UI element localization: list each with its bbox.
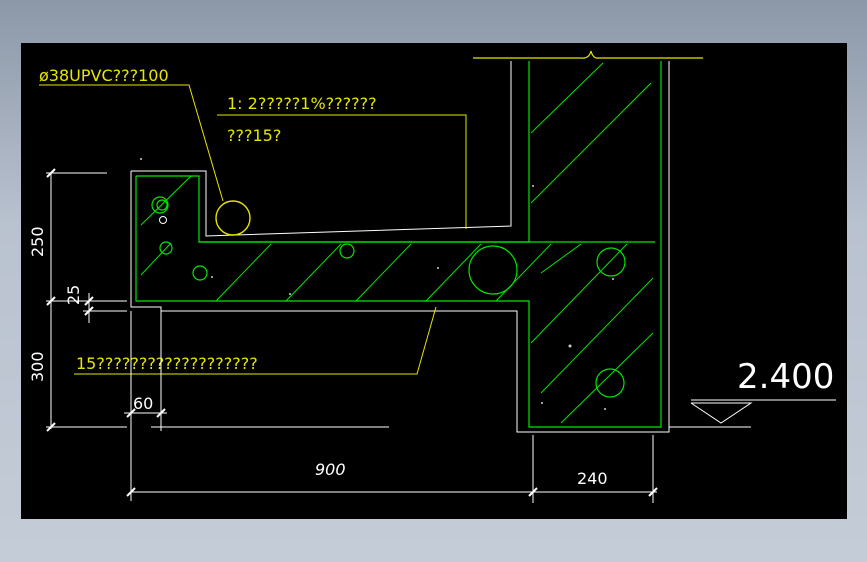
drain-pipe-circle xyxy=(215,200,251,236)
drain-pipe-note: ø38UPVC???100 xyxy=(39,66,169,85)
dimension-60: 60 xyxy=(133,394,153,413)
aggregate-dots xyxy=(140,158,614,410)
dimension-300: 300 xyxy=(28,351,47,382)
dimension-lines xyxy=(46,172,836,503)
dimension-ticks xyxy=(46,168,658,497)
wall-top-line xyxy=(473,50,703,59)
small-pipe-circle xyxy=(159,216,167,224)
outer-outline xyxy=(130,61,670,433)
concrete-hatch xyxy=(140,62,654,424)
canopy-section-drawing: ø38UPVC???100 1: 2?????1%?????? ???15? 1… xyxy=(28,50,836,503)
waterproof-note: 15??????????????????? xyxy=(76,354,258,373)
leader-lines xyxy=(39,84,467,375)
concrete-section xyxy=(135,61,662,428)
dimension-240: 240 xyxy=(577,469,608,488)
cad-viewport[interactable]: ø38UPVC???100 1: 2?????1%?????? ???15? 1… xyxy=(21,43,847,519)
dimension-250: 250 xyxy=(28,226,47,257)
dimension-900: 900 xyxy=(315,460,346,479)
mortar-note-line2: ???15? xyxy=(227,126,281,145)
elevation-label: 2.400 xyxy=(737,357,834,397)
mortar-note-line1: 1: 2?????1%?????? xyxy=(227,94,377,113)
rebar-circles xyxy=(151,196,626,398)
dimension-25: 25 xyxy=(64,285,83,305)
